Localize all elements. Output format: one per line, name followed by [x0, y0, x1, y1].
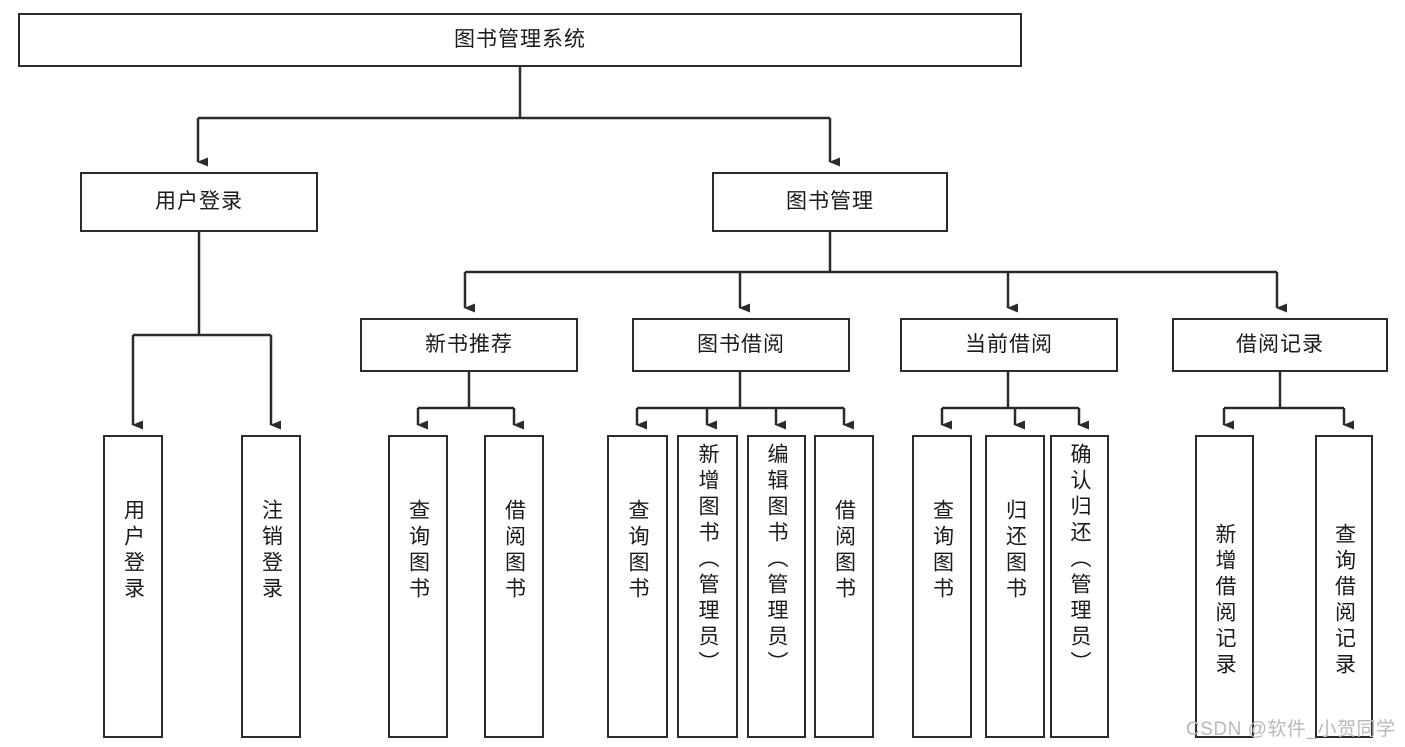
node-leaf-query-book-current[interactable]: 查询图书	[912, 435, 972, 738]
node-user-login[interactable]: 用户登录	[80, 172, 318, 232]
node-label: 当前借阅	[965, 333, 1053, 357]
node-label: 图书管理系统	[454, 28, 586, 52]
node-label: 归还图书	[1003, 499, 1027, 603]
node-label: 借阅图书	[502, 499, 526, 603]
node-leaf-add-book[interactable]: 新增图书（管理员）	[677, 435, 738, 738]
node-leaf-query-borrow-record[interactable]: 查询借阅记录	[1315, 435, 1373, 738]
node-root-system[interactable]: 图书管理系统	[18, 13, 1022, 67]
node-leaf-return-book[interactable]: 归还图书	[985, 435, 1045, 738]
node-leaf-confirm-return[interactable]: 确认归还（管理员）	[1050, 435, 1109, 738]
node-label: 图书借阅	[697, 333, 785, 357]
node-label: 新书推荐	[425, 333, 513, 357]
node-leaf-add-borrow-record[interactable]: 新增借阅记录	[1195, 435, 1254, 738]
node-label: 用户登录	[121, 499, 145, 603]
node-label: 查询图书	[626, 499, 649, 603]
node-leaf-query-book-borrow[interactable]: 查询图书	[607, 435, 668, 738]
node-leaf-edit-book[interactable]: 编辑图书（管理员）	[747, 435, 806, 738]
node-book-borrow[interactable]: 图书借阅	[632, 318, 850, 372]
node-leaf-borrow-book-recommend[interactable]: 借阅图书	[484, 435, 544, 738]
node-label: 图书管理	[786, 190, 874, 214]
node-label: 查询图书	[930, 499, 954, 603]
node-label: 查询借阅记录	[1332, 523, 1356, 679]
node-book-management[interactable]: 图书管理	[712, 172, 948, 232]
node-new-book-recommend[interactable]: 新书推荐	[360, 318, 578, 372]
node-label: 确认归还（管理员）	[1068, 443, 1091, 677]
node-current-borrow[interactable]: 当前借阅	[900, 318, 1118, 372]
node-label: 借阅图书	[832, 499, 856, 603]
node-label: 编辑图书（管理员）	[765, 443, 788, 677]
node-label: 借阅记录	[1236, 333, 1324, 357]
node-leaf-borrow-book[interactable]: 借阅图书	[814, 435, 874, 738]
watermark-text: CSDN @软件_小贺同学	[1186, 719, 1396, 740]
node-leaf-logout[interactable]: 注销登录	[241, 435, 301, 738]
node-leaf-user-login[interactable]: 用户登录	[103, 435, 163, 738]
node-label: 查询图书	[406, 499, 430, 603]
node-label: 新增借阅记录	[1213, 523, 1236, 679]
node-label: 用户登录	[155, 190, 243, 214]
node-borrow-records[interactable]: 借阅记录	[1172, 318, 1388, 372]
node-leaf-query-book-recommend[interactable]: 查询图书	[388, 435, 448, 738]
node-label: 注销登录	[259, 499, 283, 603]
node-label: 新增图书（管理员）	[696, 443, 719, 677]
